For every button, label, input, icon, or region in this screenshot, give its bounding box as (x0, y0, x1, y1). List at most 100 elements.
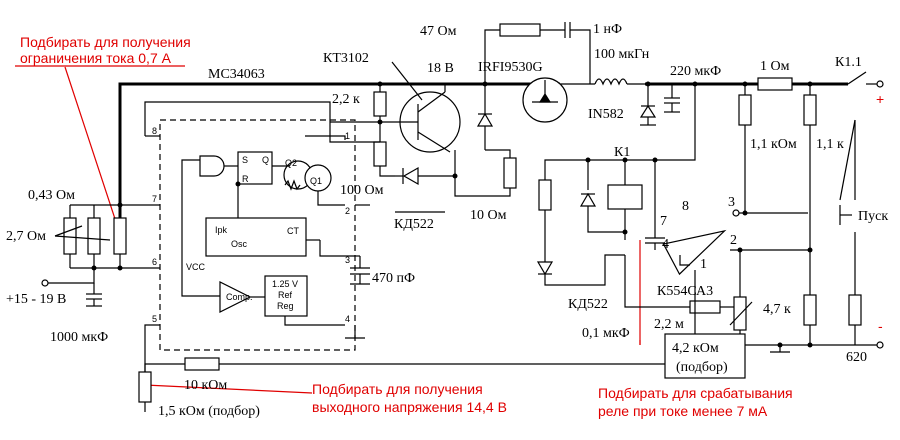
label-diode-kd522-b: КД522 (568, 297, 608, 312)
ic-label-vcc: VCC (186, 262, 206, 272)
label-mosfet: IRFI9530G (478, 60, 543, 75)
label-c220u: 220 мкФ (670, 64, 721, 79)
ic-label-ref-3: Reg (277, 301, 294, 311)
label-diode-kd522-a: КД522 (394, 217, 434, 232)
label-relay-k1: К1 (614, 145, 630, 160)
label-switch-k11: К1.1 (835, 55, 862, 70)
label-c01u: 0,1 мкФ (582, 326, 630, 341)
output-minus-terminal (876, 341, 884, 349)
diode-kd522-a (402, 166, 419, 186)
cmp-pin-2: 2 (730, 233, 737, 248)
led (536, 261, 554, 276)
ic-pin-2: 2 (345, 206, 350, 216)
ic-label-ct: CT (287, 226, 299, 236)
note-relay-line2: реле при токе менее 7 мА (598, 403, 768, 419)
ic-ref-reg (264, 275, 308, 317)
ic-label-r: R (242, 174, 249, 184)
cmp-pin-4: 4 (662, 237, 669, 252)
label-ic-main: MC34063 (208, 67, 265, 82)
label-supply: +15 - 19 В (6, 292, 66, 307)
inductor-100uh (594, 78, 628, 86)
label-r27: 2,7 Ом (6, 229, 46, 244)
label-r1: 1 Ом (760, 59, 790, 74)
label-r4k2-line1: 4,2 кОм (672, 341, 719, 356)
resistor-10k (184, 357, 220, 371)
ic-label-ref-1: 1.25 V (272, 279, 298, 289)
label-r1k1-b: 1,1 к (816, 137, 844, 152)
ic-label-ref-2: Ref (278, 290, 293, 300)
ic-pin-4: 4 (345, 314, 350, 324)
label-r47: 47 Ом (420, 24, 457, 39)
label-r043: 0,43 Ом (28, 188, 75, 203)
label-transistor: КТ3102 (323, 51, 369, 66)
diode-kd522-b (579, 192, 597, 207)
cmp-pin-8: 8 (682, 199, 689, 214)
label-r1k5: 1,5 кОм (подбор) (158, 404, 260, 419)
cmp-pin-1: 1 (700, 257, 707, 272)
comparator-k554ca3 (662, 229, 727, 276)
ic-pin-1: 1 (345, 131, 350, 141)
output-plus-terminal (876, 80, 884, 88)
ic-pin-8: 8 (152, 126, 157, 136)
resistor-1ohm (757, 77, 793, 91)
ic-oscillator (205, 217, 307, 257)
note-voltage-line2: выходного напряжения 14,4 В (312, 399, 507, 415)
zener-18v (476, 112, 494, 127)
resistor-led (538, 179, 552, 211)
relay-k1-coil (607, 184, 643, 210)
label-r10: 10 Ом (470, 208, 507, 223)
label-c1000u: 1000 мкФ (50, 330, 108, 345)
resistor-10ohm (503, 157, 517, 189)
switch-k11-link (839, 119, 856, 201)
ic-and-gate (199, 155, 225, 177)
label-r2m2: 2,2 м (654, 317, 684, 332)
ic-label-osc: Osc (231, 239, 248, 249)
label-r4k7: 4,7 к (763, 302, 791, 317)
switch-k11-blade (847, 71, 867, 85)
note-current-line2: ограничения тока 0,7 А (20, 50, 172, 66)
note-relay-line1: Подбирать для срабатывания (598, 385, 793, 401)
resistor-100ohm (373, 141, 387, 167)
resistor-043ohm (63, 217, 77, 255)
label-r620: 620 (846, 350, 867, 365)
label-button-pusk: Пуск (858, 209, 888, 224)
resistor-1k1-b (803, 94, 817, 126)
ic-comparator (219, 281, 252, 313)
label-l100u: 100 мкГн (594, 47, 650, 62)
ic-pin-5: 5 (152, 314, 157, 324)
label-4k2-box (664, 333, 746, 379)
note-current-line1: Подбирать для получения (20, 34, 191, 50)
ic-label-s: S (242, 155, 248, 165)
note-current-leader (64, 66, 119, 229)
resistor-4k7 (803, 294, 817, 326)
label-r100: 100 Ом (340, 183, 384, 198)
note-voltage-line1: Подбирать для получения (312, 381, 483, 397)
note-voltage-leader (144, 384, 313, 394)
cmp-pin-7: 7 (660, 214, 667, 229)
label-minus: - (878, 318, 883, 334)
diode-in582 (639, 104, 657, 118)
label-v18: 18 В (427, 61, 454, 76)
cmp-pin-3: 3 (728, 195, 735, 210)
ic-pin-6: 6 (152, 257, 157, 267)
ic-pin-3: 3 (345, 255, 350, 265)
top-bus-left (118, 82, 560, 228)
label-r2k2: 2,2 к (332, 92, 360, 107)
ic-label-q1: Q1 (310, 176, 322, 186)
resistor-47ohm (499, 23, 541, 37)
label-comparator: К554СА3 (657, 284, 713, 299)
resistor-27ohm-b (113, 217, 127, 255)
label-r10k: 10 кОм (184, 378, 227, 393)
ic-label-ipk: Ipk (215, 225, 228, 235)
label-plus: + (876, 91, 884, 107)
ic-mc34063-box (159, 119, 356, 351)
resistor-27ohm-a (87, 217, 101, 255)
ic-label-q2: Q2 (285, 158, 297, 168)
label-diode-in582: IN582 (588, 107, 624, 122)
label-c470p: 470 пФ (372, 271, 415, 286)
ic-label-q: Q (262, 155, 269, 165)
resistor-1k5 (138, 371, 152, 403)
label-c1n: 1 нФ (593, 22, 622, 37)
ic-label-comp: Comp. (226, 292, 253, 302)
